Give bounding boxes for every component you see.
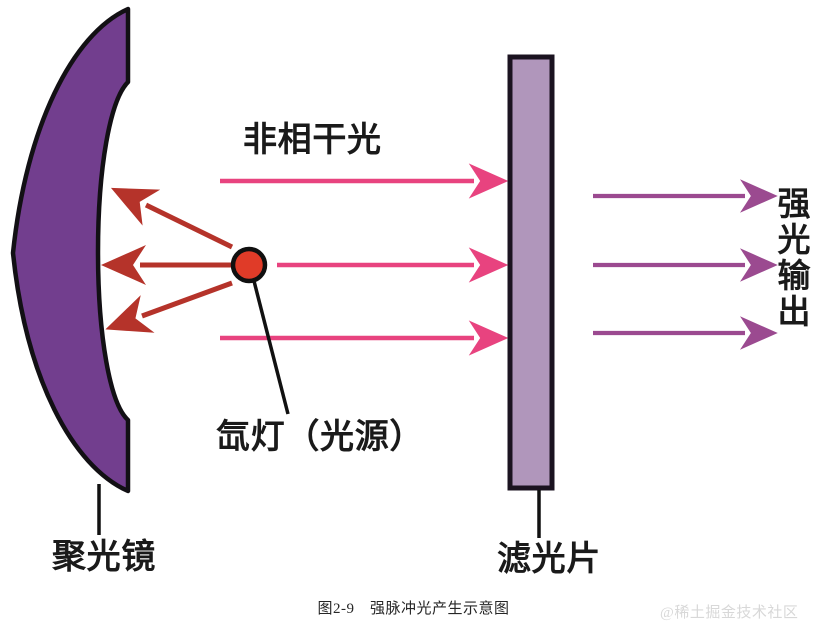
label-optical-filter: 滤光片 (497, 541, 602, 578)
reflected-ray-upper (110, 187, 234, 250)
watermark-text: @稀土掘金技术社区 (660, 605, 799, 621)
label-incoherent-light: 非相干光 (243, 122, 382, 159)
xenon-lamp-source (230, 246, 268, 284)
label-condenser-mirror: 聚光镜 (52, 539, 157, 576)
reflected-ray-lower (105, 280, 233, 333)
incoherent-ray-group (220, 163, 509, 356)
optical-filter-plate (507, 54, 555, 491)
reflected-ray-group (101, 187, 234, 333)
figure-caption: 图2-9 强脉冲光产生示意图 (317, 601, 510, 617)
xenon-lamp-leader-line (252, 280, 290, 415)
label-strong-light-output: 强光输出 (772, 186, 808, 330)
label-xenon-lamp: 氙灯（光源） (216, 419, 425, 456)
output-ray-group (593, 179, 778, 350)
condenser-mirror-shape (10, 6, 131, 494)
